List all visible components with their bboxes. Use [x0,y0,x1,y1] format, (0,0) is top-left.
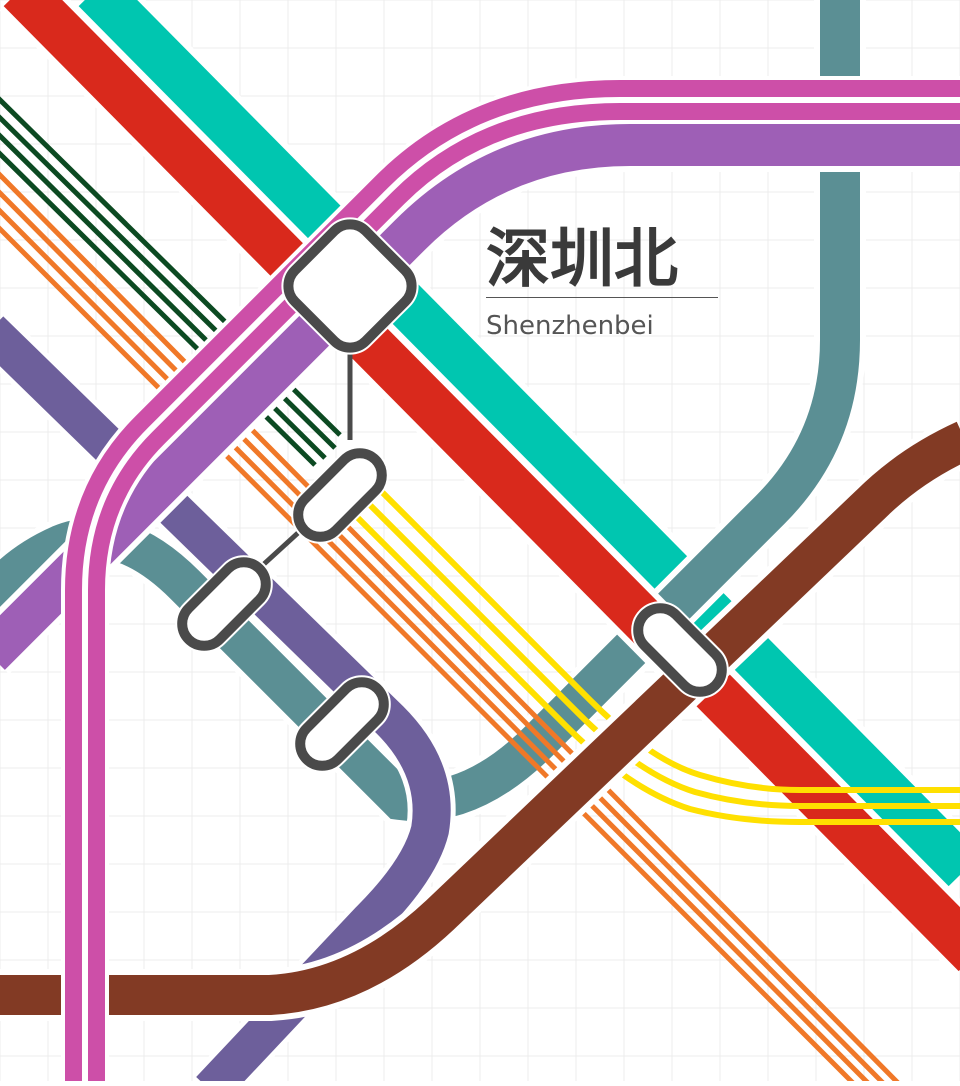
line-violet[interactable] [0,118,960,675]
line-teal[interactable] [74,0,960,891]
station-shenzhenbei-main[interactable] [279,215,420,356]
station-pill-4[interactable] [629,599,731,701]
line-brown[interactable] [0,416,960,1021]
line-magenta[interactable] [61,76,960,1086]
station-name-underline [486,297,718,298]
station-name-english: Shenzhenbei [486,311,654,341]
station-pill-3[interactable] [291,673,393,775]
station-pill-2[interactable] [173,553,275,655]
line-orange[interactable] [0,170,905,1086]
line-indigo[interactable] [0,312,456,1086]
line-red[interactable] [0,0,960,976]
station-pill-1[interactable] [289,444,391,546]
station-name-chinese: 深圳北 [486,222,678,297]
